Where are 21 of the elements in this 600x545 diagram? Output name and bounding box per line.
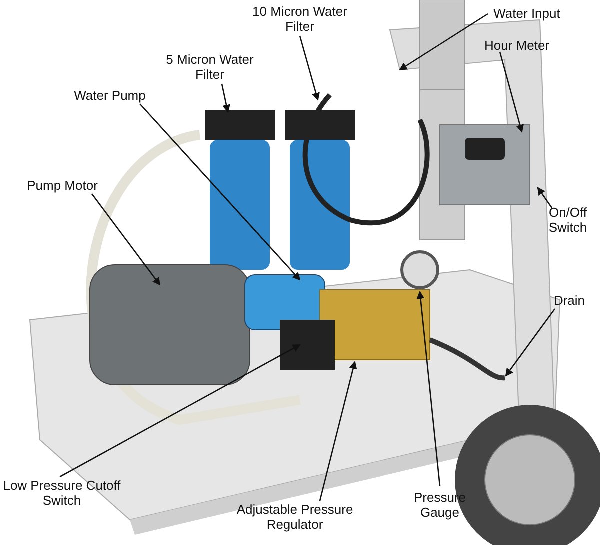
leader-line xyxy=(505,308,556,377)
callout-label: Drain xyxy=(547,293,592,308)
callout-label: Water Input xyxy=(482,6,572,21)
leader-line xyxy=(91,194,161,286)
leader-line xyxy=(60,344,301,478)
leader-line xyxy=(499,52,524,133)
leader-line xyxy=(537,187,553,208)
leader-line xyxy=(399,13,488,71)
callout-label: Water Pump xyxy=(60,88,160,103)
callout-label: Hour Meter xyxy=(472,38,562,53)
callout-label: Pump Motor xyxy=(15,178,110,193)
callout-label: 5 Micron Water Filter xyxy=(165,52,255,82)
leader-line xyxy=(416,291,441,486)
callout-label: Low Pressure Cutoff Switch xyxy=(2,478,122,508)
leader-line xyxy=(140,104,301,281)
callout-label: Adjustable Pressure Regulator xyxy=(220,502,370,532)
leader-line xyxy=(319,361,358,502)
leader-line xyxy=(299,36,320,101)
callout-label: 10 Micron Water Filter xyxy=(250,4,350,34)
leader-line xyxy=(221,84,230,113)
callout-label: On/Off Switch xyxy=(538,205,598,235)
